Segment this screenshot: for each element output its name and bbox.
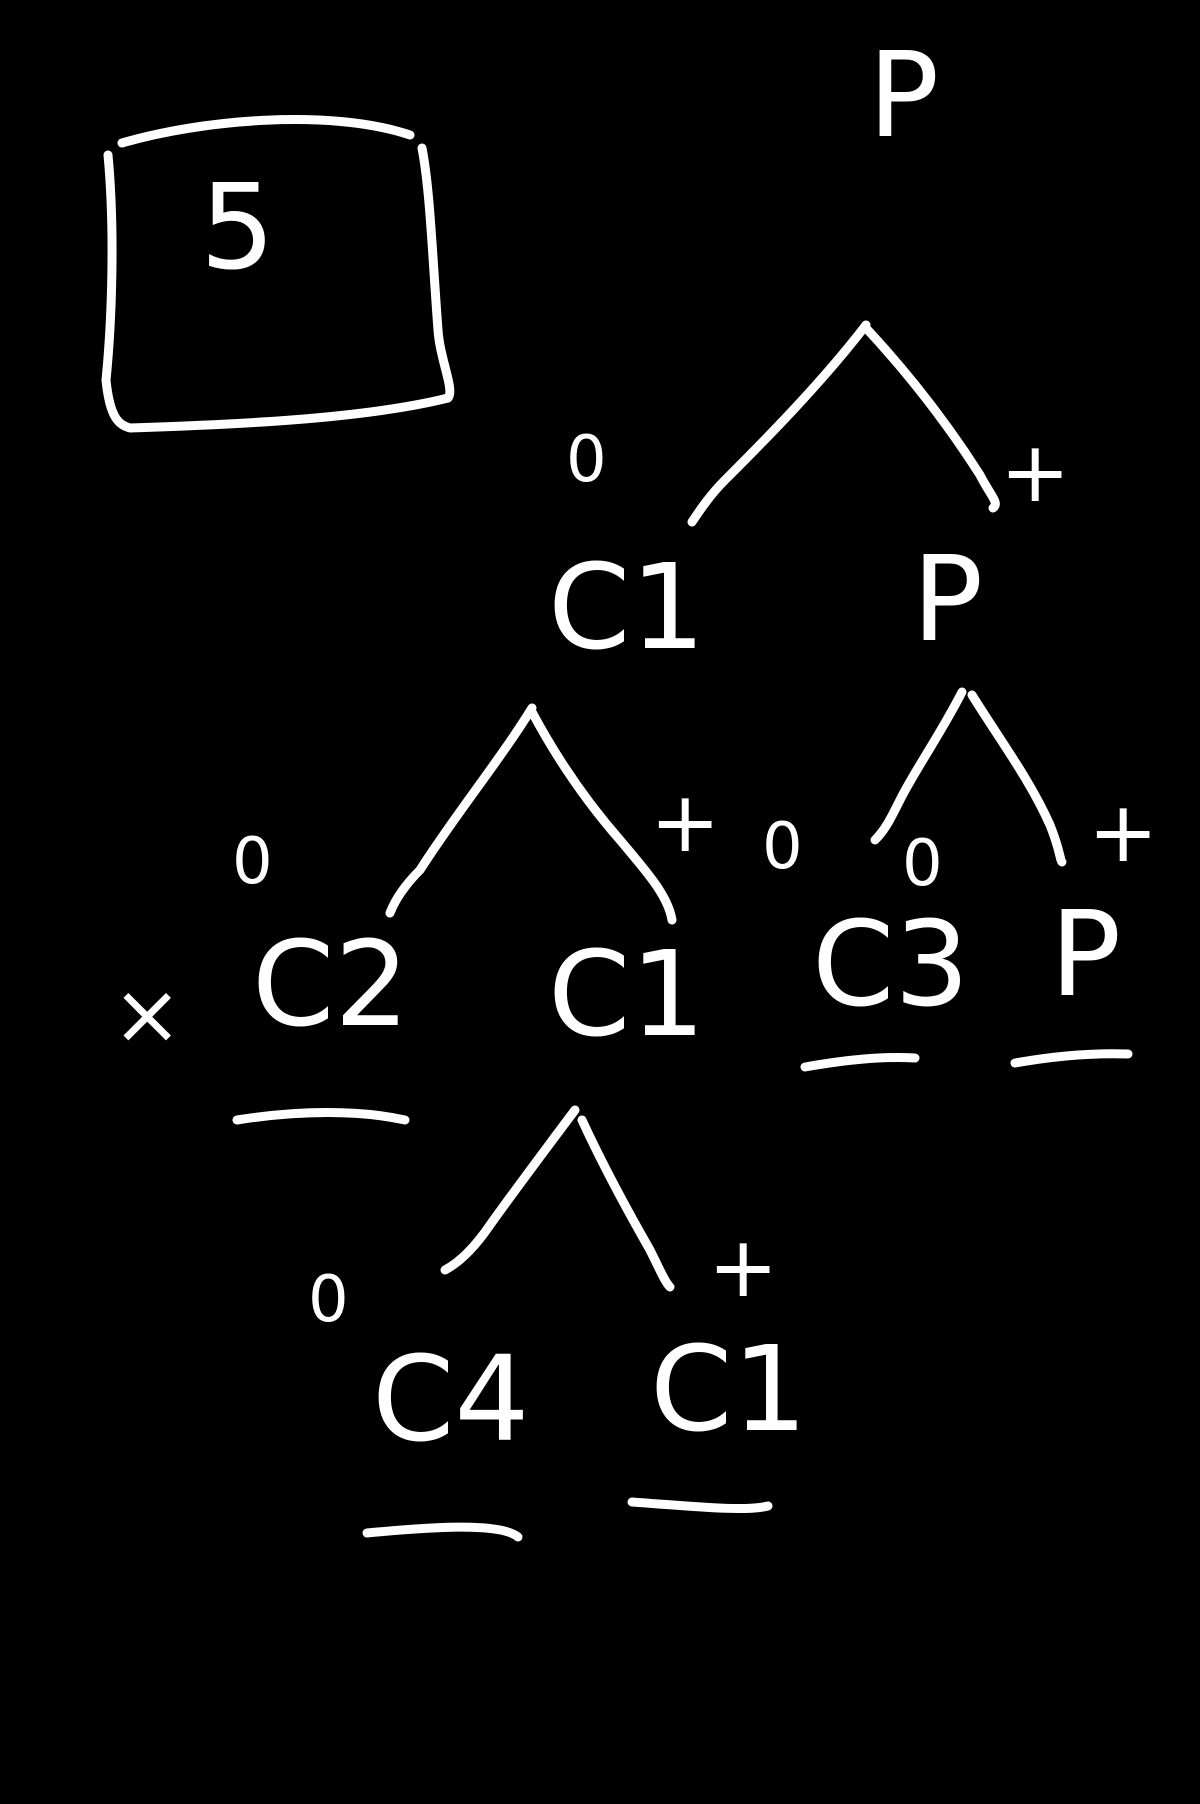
edge-p-left [870,687,967,845]
number-box [101,115,455,433]
edge-label-c1-right: + [650,773,721,871]
edge-label-c1b-right: + [708,1218,779,1316]
node-p-right: P [1050,885,1122,1023]
leaf-underline-c1 [627,1497,773,1514]
node-c1-top: C1 [548,538,706,676]
edge-c1b-left [440,1105,580,1275]
node-c1-bottom: C1 [650,1320,808,1458]
leaf-underline-c2 [232,1108,410,1125]
leaf-underline-c3 [800,1052,920,1072]
edge-c1b-right [577,1115,675,1292]
edge-label-between: 0 [762,810,803,884]
node-c2: C2 [252,915,410,1053]
edge-root-left [687,320,871,527]
edge-label-root-right: + [1000,423,1071,521]
node-c4: C4 [372,1330,530,1468]
leaf-underline-c4 [362,1522,523,1542]
node-c1-mid: C1 [548,925,706,1063]
edge-c1-right [527,707,677,925]
edge-label-c1b-left: 0 [308,1263,349,1337]
boxed-number: 5 [200,158,276,296]
node-p-mid: P [912,530,984,668]
node-root-p: P [868,26,940,164]
edge-label-root-left: 0 [566,423,607,497]
edge-label-p-right: + [1088,783,1159,881]
edge-p-right [967,690,1067,867]
edge-label-p-left: 0 [902,827,943,901]
pruned-mark: × [112,965,183,1063]
edge-c1-left [385,703,537,918]
node-c3: C3 [812,895,970,1033]
edge-root-right [861,323,1000,513]
leaf-underline-p [1010,1049,1133,1068]
edge-label-c1-left: 0 [232,825,273,899]
